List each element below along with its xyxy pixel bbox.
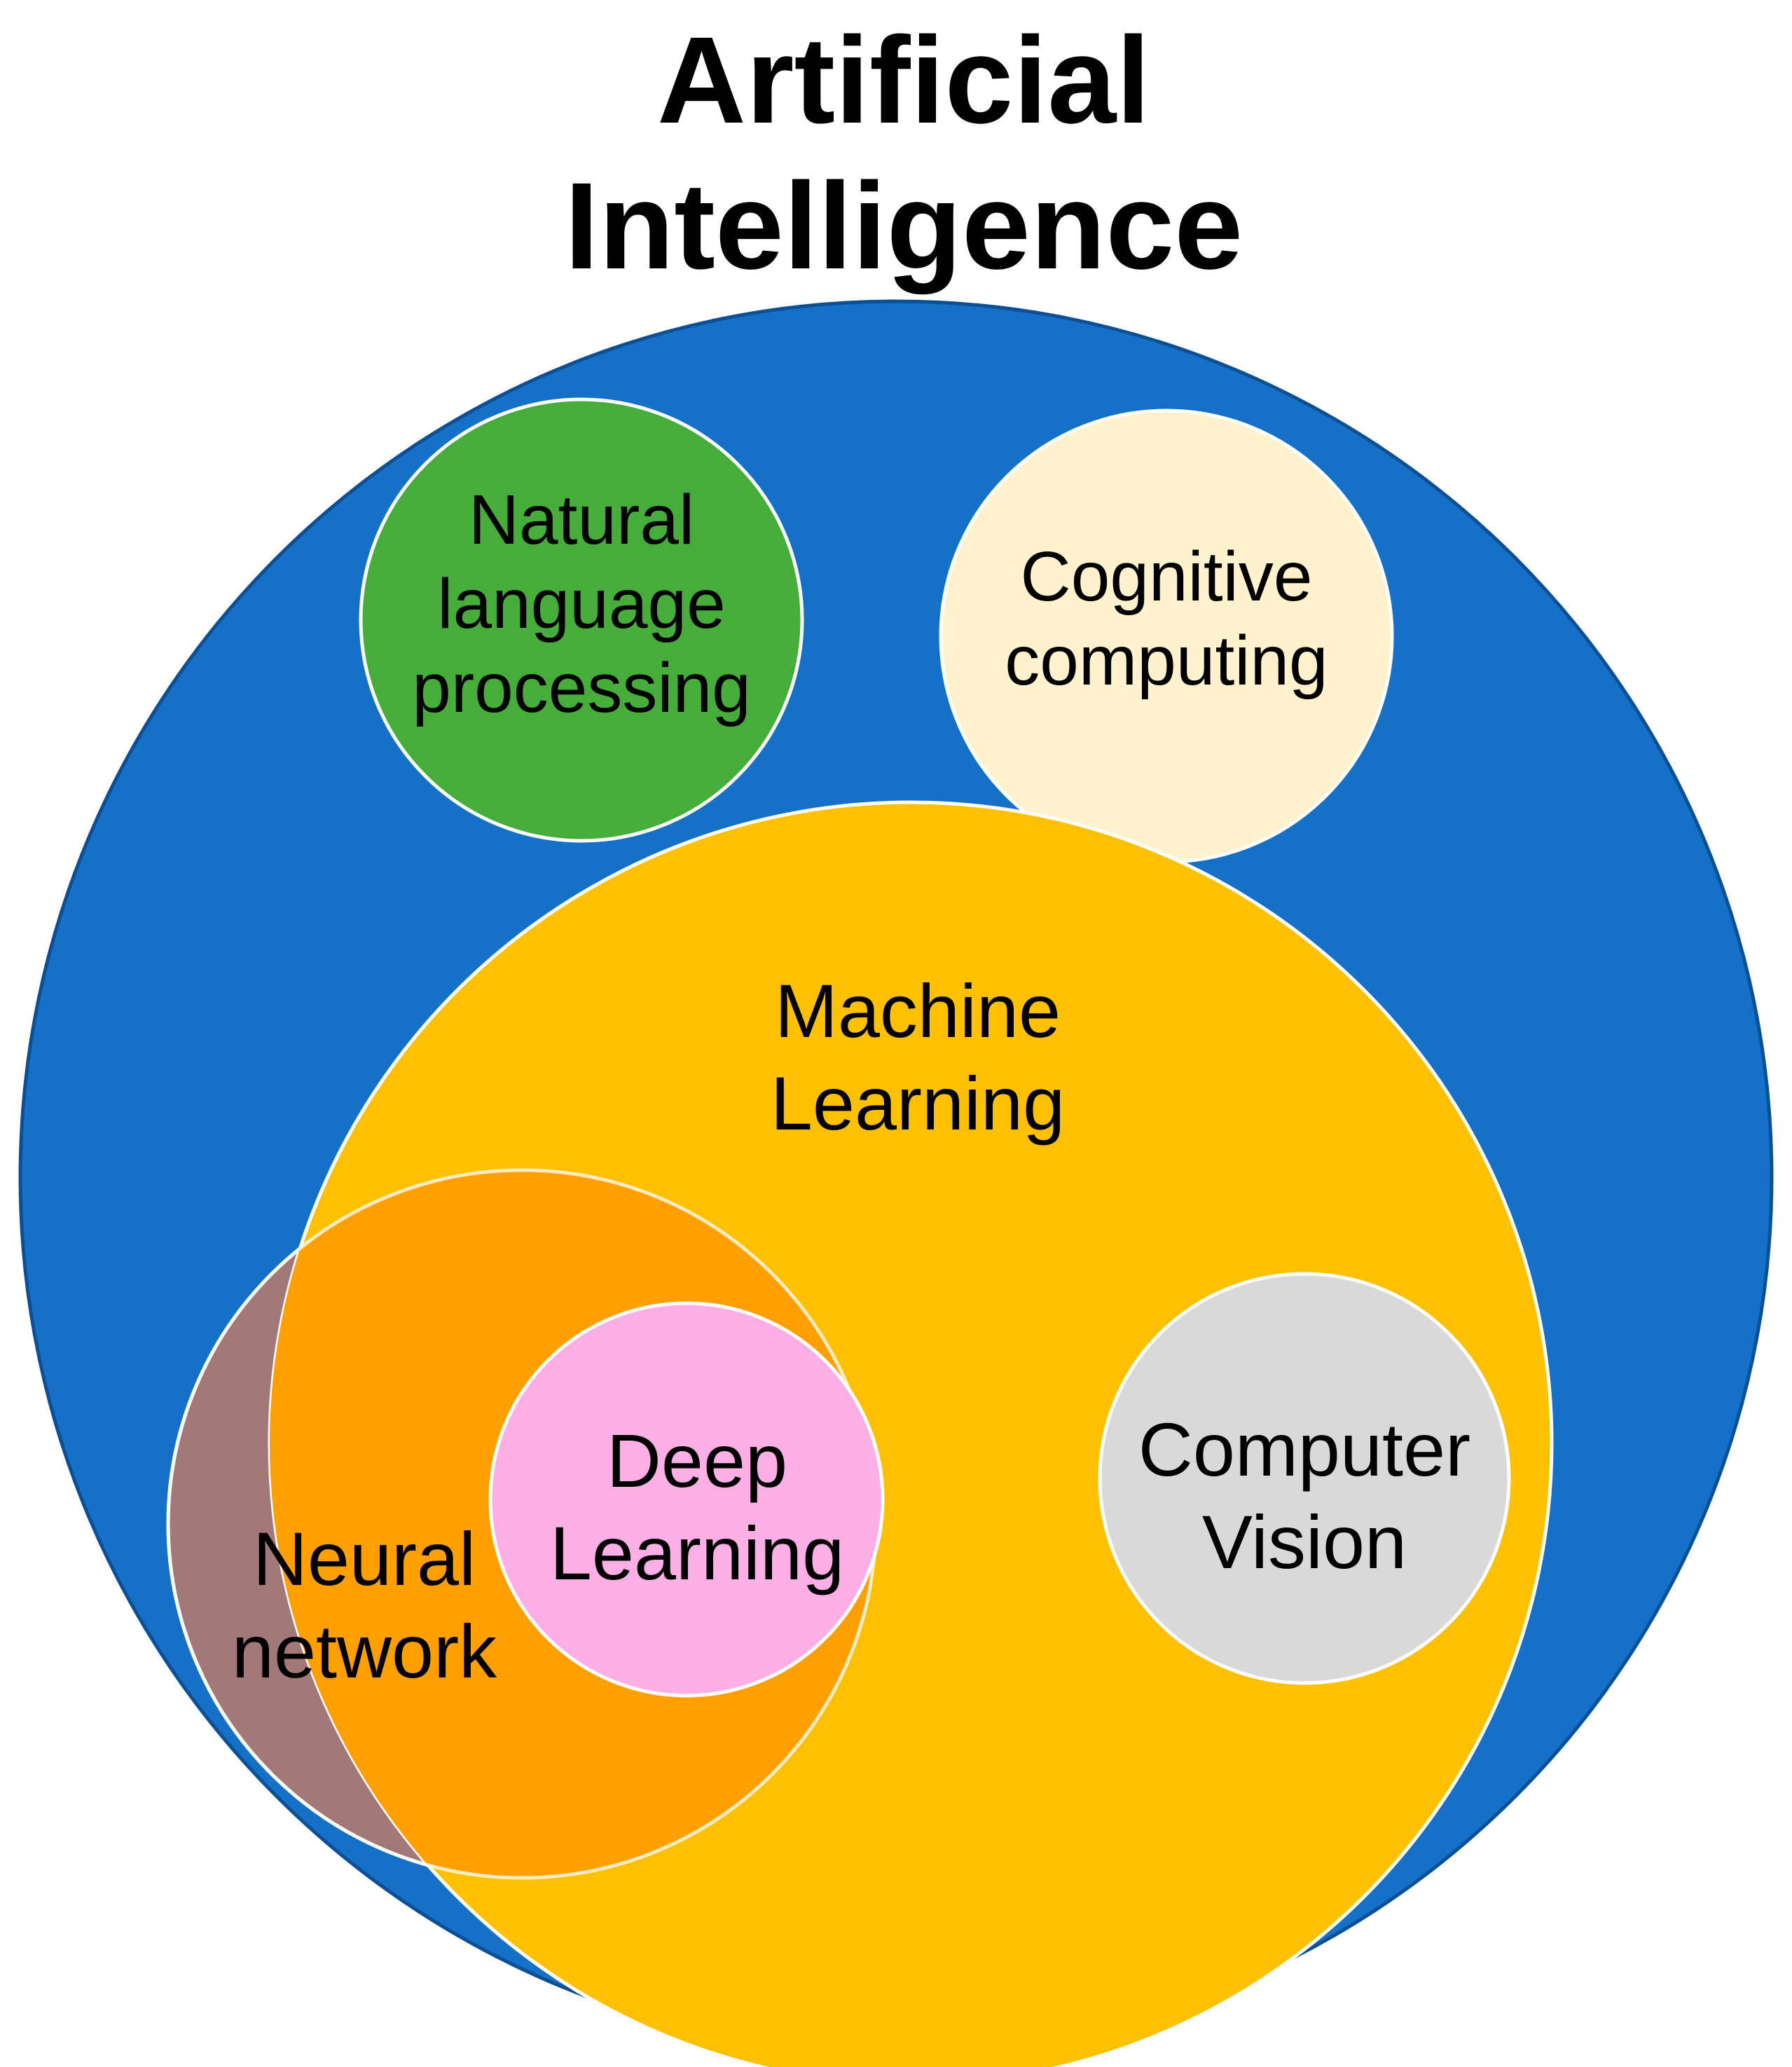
computer-vision-label-line-2: Vision xyxy=(1202,1499,1407,1584)
title-line-1: Artificial xyxy=(657,12,1150,149)
nlp-label-line-3: processing xyxy=(412,649,751,727)
machine-learning-label-line-1: Machine xyxy=(775,968,1061,1053)
title-line-2: Intelligence xyxy=(565,158,1243,295)
cognitive-label-line-1: Cognitive xyxy=(1021,537,1313,616)
deep-learning-circle xyxy=(488,1301,885,1698)
neural-network-label-line-2: network xyxy=(232,1609,497,1694)
computer-vision-circle xyxy=(1098,1272,1511,1685)
deep-learning-label-line-2: Learning xyxy=(550,1511,844,1595)
cognitive-label-line-2: computing xyxy=(1005,622,1328,700)
natural-language-processing-circle xyxy=(359,397,804,843)
machine-learning-label-line-2: Learning xyxy=(771,1061,1065,1146)
deep-learning-label-line-1: Deep xyxy=(607,1418,787,1503)
nlp-label-line-2: language xyxy=(437,565,726,643)
computer-vision-label-line-1: Computer xyxy=(1138,1407,1470,1492)
neural-network-label-line-1: Neural xyxy=(253,1516,476,1601)
nlp-label-line-1: Natural xyxy=(469,481,694,559)
